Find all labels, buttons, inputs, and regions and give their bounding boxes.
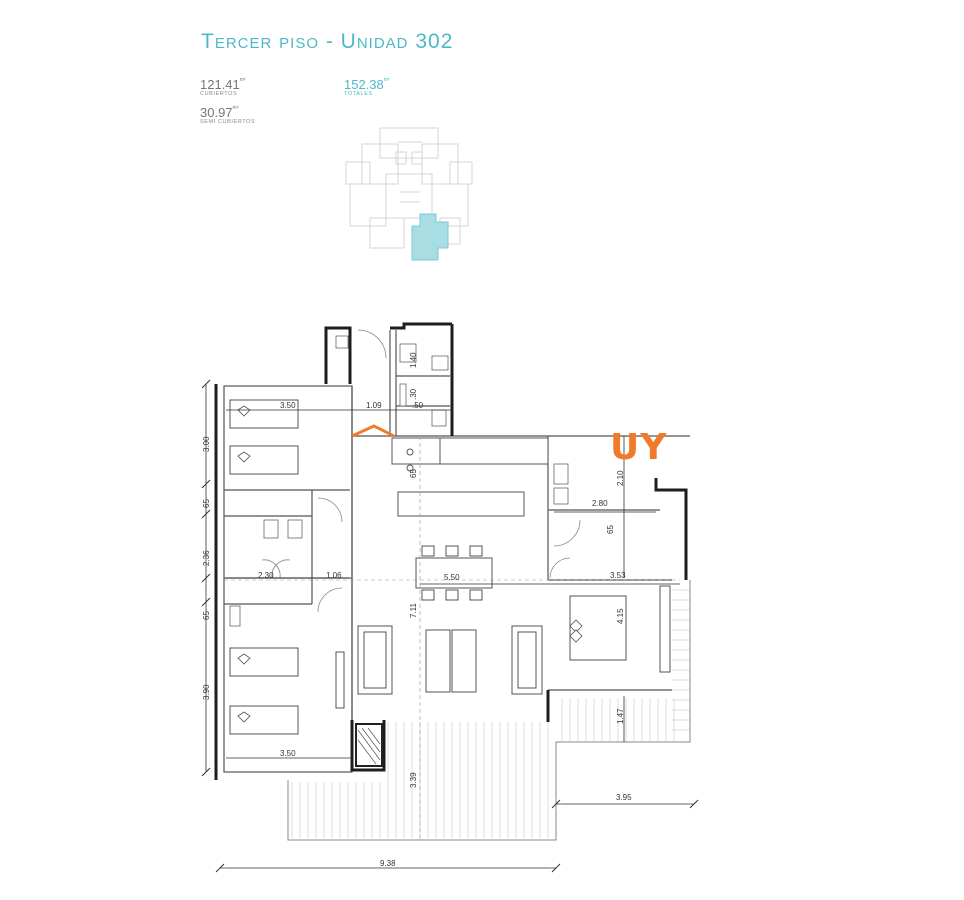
dim-bath-depth: 1.40 <box>409 352 418 368</box>
semi-covered-area-label: Semi cubiertos <box>200 119 256 125</box>
dim-balcony-depth: 3.39 <box>409 772 418 788</box>
semi-covered-area-value: 30.97 <box>200 105 233 120</box>
dim-bath2-width: 2.80 <box>592 499 608 508</box>
covered-area-unit: m² <box>239 77 246 83</box>
dim-balcony-width: 3.95 <box>616 793 632 802</box>
dim-wall-a: 65 <box>202 499 211 508</box>
dim-shaft-depth: .30 <box>409 388 418 400</box>
dim-bath2-depth: 2.10 <box>616 470 625 486</box>
dim-bath-height: 2.36 <box>202 550 211 566</box>
total-area-value: 152.38 <box>344 77 384 92</box>
dim-wall-c: 65 <box>409 469 418 478</box>
bathroom-fixtures <box>229 335 569 627</box>
dim-hall-width-2: 1.06 <box>326 571 342 580</box>
dim-shaft-width: .50 <box>412 401 424 410</box>
bed-pillows <box>237 405 583 723</box>
dim-terrace-depth: 1.47 <box>616 708 625 724</box>
bedroom-beds <box>229 399 627 735</box>
living-room <box>335 585 671 709</box>
covered-area-label: Cubiertos <box>200 91 238 97</box>
covered-area-value: 121.41 <box>200 77 240 92</box>
door-swings <box>261 329 581 613</box>
dim-hall-width: 1.09 <box>366 401 382 410</box>
covered-area: 121.41m² Cubiertos <box>200 78 246 98</box>
exterior-walls <box>214 322 688 780</box>
dim-bedroom1-width: 3.50 <box>280 401 296 410</box>
terrace-outline <box>287 580 691 841</box>
axis-lines <box>224 436 680 842</box>
dining-table <box>415 545 493 601</box>
total-area-label: Totales <box>344 91 373 97</box>
dim-master-depth: 4.15 <box>616 608 625 624</box>
dim-living-depth: 7.11 <box>409 602 418 618</box>
dim-bedroom2-width: 3.50 <box>280 749 296 758</box>
fireplace <box>355 723 383 767</box>
total-area: 152.38m² Totales <box>344 78 390 98</box>
watermark-logo: UY <box>610 427 668 468</box>
dim-wall-b: 65 <box>202 611 211 620</box>
dim-bedroom2-depth: 3.90 <box>202 684 211 700</box>
page-title: Tercer piso - Unidad 302 <box>201 30 454 53</box>
terrace-hatch <box>291 589 690 838</box>
total-area-unit: m² <box>383 77 390 83</box>
highlighted-unit <box>411 213 449 261</box>
kitchen <box>391 437 549 517</box>
semi-covered-area: 30.97m² Semi cubiertos <box>200 106 255 126</box>
semi-covered-area-unit: m² <box>232 105 239 111</box>
dim-wall-d: 65 <box>606 525 615 534</box>
dim-living-width: 5.50 <box>444 573 460 582</box>
logo-roof-icon <box>352 424 394 438</box>
dimension-ticks <box>201 379 699 873</box>
dim-bath-width: 2.30 <box>258 571 274 580</box>
dim-master-width: 3.53 <box>610 571 626 580</box>
dim-bedroom1-depth: 3.00 <box>202 436 211 452</box>
dim-total-width: 9.38 <box>380 859 396 868</box>
key-plan <box>345 127 473 261</box>
